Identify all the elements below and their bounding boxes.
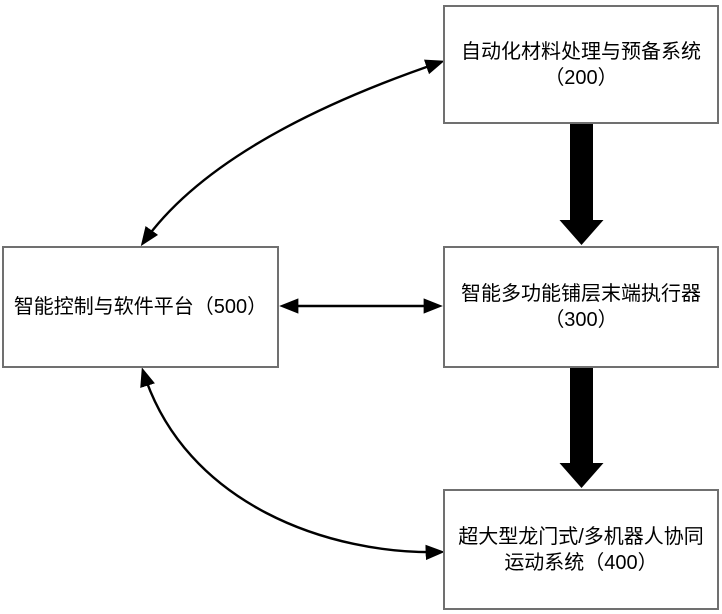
node-label-line: 自动化材料处理与预备系统	[461, 40, 701, 63]
node-gantry-motion-system-400: 超大型龙门式/多机器人协同 运动系统（400）	[443, 489, 719, 610]
node-label-line: （200）	[544, 66, 618, 89]
node-label-line: 运动系统（400）	[504, 551, 658, 574]
node-label-line: 超大型龙门式/多机器人协同	[458, 525, 704, 548]
node-label-line: 智能多功能铺层末端执行器	[461, 283, 701, 305]
edge-200-300-block-arrow	[559, 123, 604, 245]
edge-300-400-block-arrow	[559, 367, 604, 488]
node-label-line: 智能控制与软件平台（500）	[13, 296, 268, 318]
node-material-preparation-system-200: 自动化材料处理与预备系统 （200）	[443, 5, 719, 124]
node-control-software-platform-500: 智能控制与软件平台（500）	[2, 246, 279, 368]
edge-500-400-curved-double-arrow	[140, 367, 445, 561]
node-layup-end-effector-300: 智能多功能铺层末端执行器 （300）	[443, 246, 719, 368]
node-label-line: （300）	[544, 309, 618, 331]
edge-500-200-curved-double-arrow	[140, 59, 445, 247]
